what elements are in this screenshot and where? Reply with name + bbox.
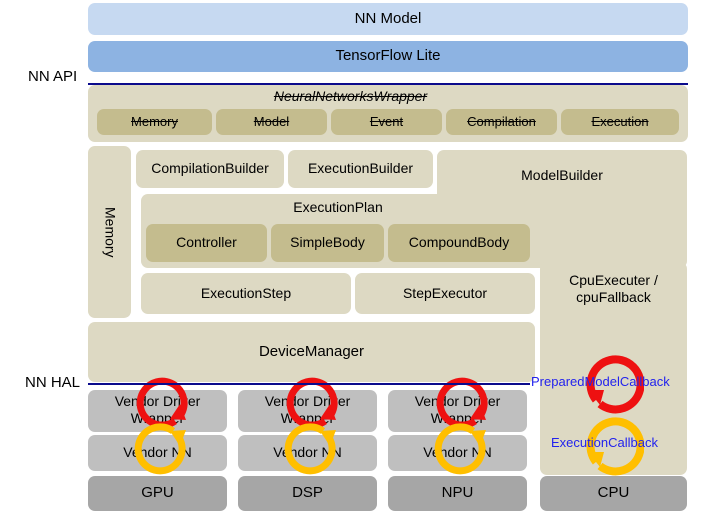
- runtime-compilation-builder: CompilationBuilder: [136, 150, 284, 188]
- hal-vendor-driver-wrapper-npu-line1: Vendor Driver: [414, 393, 501, 409]
- hal-hardware-gpu-label: GPU: [141, 484, 174, 502]
- wrapper-item-execution-label: Execution: [591, 113, 649, 129]
- runtime-execution-plan-controller: Controller: [146, 224, 267, 262]
- wrapper-item-execution: Execution: [561, 109, 679, 135]
- hal-hardware-gpu: GPU: [88, 476, 227, 511]
- runtime-execution-step: ExecutionStep: [141, 273, 351, 314]
- hal-vendor-nn-npu: Vendor NN: [388, 435, 527, 471]
- layer-nn-model: NN Model: [88, 3, 688, 35]
- runtime-execution-builder: ExecutionBuilder: [288, 150, 433, 188]
- hal-vendor-driver-wrapper-dsp-line1: Vendor Driver: [264, 393, 351, 409]
- boundary-line-nn-hal: [88, 383, 530, 385]
- runtime-cpu-executer-line1: CpuExecuter /: [569, 272, 658, 288]
- runtime-execution-plan-simple-body: SimpleBody: [271, 224, 384, 262]
- boundary-label-nn-api: NN API: [28, 68, 78, 85]
- runtime-model-builder-label: ModelBuilder: [521, 167, 603, 183]
- runtime-cpu-executer-label: CpuExecuter / cpuFallback: [540, 272, 687, 306]
- hal-hardware-npu: NPU: [388, 476, 527, 511]
- layer-nn-model-label: NN Model: [354, 9, 422, 27]
- wrapper-item-model: Model: [216, 109, 327, 135]
- wrapper-item-event-label: Event: [369, 113, 404, 129]
- hal-hardware-npu-label: NPU: [441, 484, 474, 502]
- hal-vendor-nn-dsp-label: Vendor NN: [273, 444, 342, 461]
- hal-hardware-dsp: DSP: [238, 476, 377, 511]
- runtime-device-manager-label: DeviceManager: [258, 342, 365, 360]
- runtime-execution-plan-label: ExecutionPlan: [293, 199, 383, 215]
- hal-vendor-driver-wrapper-npu: Vendor Driver Wrapper: [388, 390, 527, 432]
- hal-vendor-driver-wrapper-gpu-line1: Vendor Driver: [114, 393, 201, 409]
- wrapper-item-model-label: Model: [253, 113, 290, 129]
- boundary-label-nn-hal: NN HAL: [25, 374, 81, 391]
- runtime-step-executor-label: StepExecutor: [402, 284, 488, 301]
- runtime-compilation-builder-label: CompilationBuilder: [151, 160, 269, 177]
- hal-hardware-cpu: CPU: [540, 476, 687, 511]
- runtime-memory-column-label: Memory: [102, 206, 119, 258]
- prepared-model-callback-label: PreparedModelCallback: [531, 374, 670, 389]
- runtime-execution-step-label: ExecutionStep: [200, 284, 292, 301]
- hal-vendor-driver-wrapper-dsp-line2: Wrapper: [280, 409, 335, 426]
- wrapper-item-memory-label: Memory: [131, 113, 178, 129]
- hal-vendor-nn-dsp: Vendor NN: [238, 435, 377, 471]
- hal-vendor-driver-wrapper-npu-line2: Wrapper: [430, 409, 485, 426]
- hal-vendor-nn-gpu: Vendor NN: [88, 435, 227, 471]
- hal-vendor-driver-wrapper-dsp: Vendor Driver Wrapper: [238, 390, 377, 432]
- runtime-execution-plan-compound-body-label: CompoundBody: [408, 234, 510, 251]
- runtime-execution-plan-compound-body: CompoundBody: [388, 224, 530, 262]
- runtime-execution-plan-simple-body-label: SimpleBody: [290, 234, 365, 251]
- runtime-cpu-executer-line2: cpuFallback: [576, 288, 651, 305]
- runtime-memory-column: Memory: [88, 146, 131, 318]
- hal-vendor-nn-gpu-label: Vendor NN: [123, 444, 192, 461]
- hal-hardware-dsp-label: DSP: [292, 484, 323, 502]
- wrapper-item-event: Event: [331, 109, 442, 135]
- hal-hardware-cpu-label: CPU: [597, 484, 630, 502]
- boundary-line-nn-api: [88, 83, 688, 85]
- layer-tensorflow-lite: TensorFlow Lite: [88, 41, 688, 72]
- wrapper-item-compilation: Compilation: [446, 109, 557, 135]
- layer-tensorflow-lite-label: TensorFlow Lite: [335, 47, 441, 65]
- hal-vendor-driver-wrapper-gpu-line2: Wrapper: [130, 409, 185, 426]
- runtime-step-executor: StepExecutor: [355, 273, 535, 314]
- runtime-execution-plan-controller-label: Controller: [176, 234, 237, 251]
- runtime-device-manager: DeviceManager: [88, 322, 535, 382]
- wrapper-item-memory: Memory: [97, 109, 212, 135]
- hal-vendor-driver-wrapper-gpu: Vendor Driver Wrapper: [88, 390, 227, 432]
- execution-callback-label: ExecutionCallback: [551, 435, 658, 450]
- panel-neural-networks-wrapper-title: NeuralNetworksWrapper: [273, 88, 428, 104]
- wrapper-item-compilation-label: Compilation: [467, 113, 536, 129]
- runtime-execution-builder-label: ExecutionBuilder: [307, 160, 414, 177]
- hal-vendor-nn-npu-label: Vendor NN: [423, 444, 492, 461]
